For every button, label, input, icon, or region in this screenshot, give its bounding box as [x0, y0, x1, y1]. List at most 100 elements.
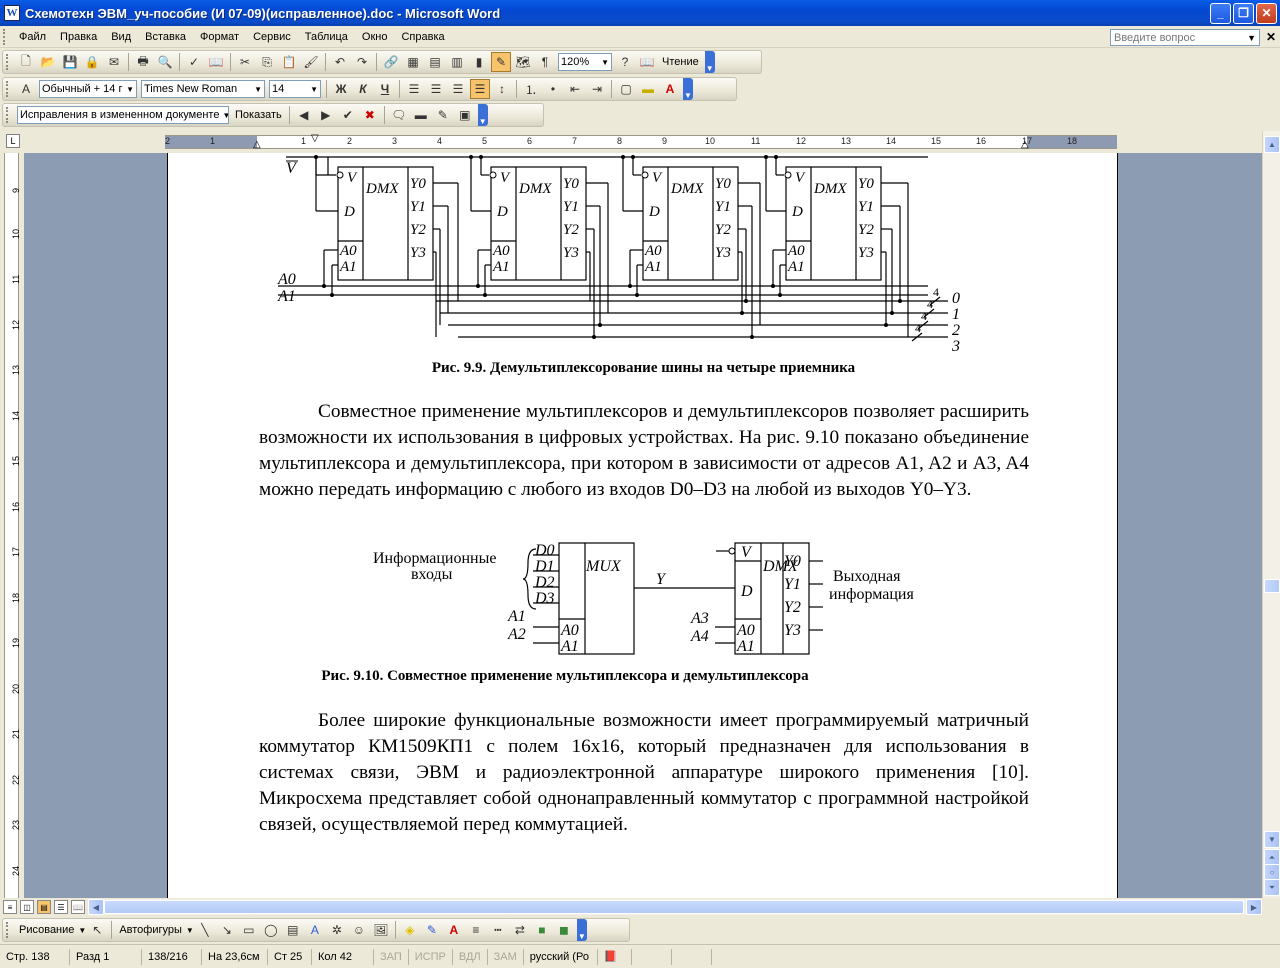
save-icon[interactable]: 💾 [62, 55, 78, 69]
toolbar-grip[interactable] [6, 81, 11, 97]
decrease-indent-icon[interactable]: ⇤ [569, 82, 581, 96]
italic-button[interactable]: К [359, 82, 367, 96]
insert-excel-icon[interactable]: ▥ [451, 55, 463, 69]
research-icon[interactable]: 📖 [208, 55, 224, 69]
increase-indent-icon[interactable]: ⇥ [591, 82, 603, 96]
next-page-icon[interactable]: ⏷ [1264, 879, 1280, 896]
align-right-icon[interactable]: ☰ [452, 82, 464, 96]
highlight-icon[interactable]: ▬ [642, 82, 654, 96]
vertical-scrollbar[interactable]: ▲ ▼ ⏶ ○ ⏷ [1262, 131, 1280, 898]
status-extend-selection[interactable]: ВДЛ [453, 948, 488, 965]
status-section[interactable]: Разд 1 [70, 948, 142, 965]
oval-icon[interactable]: ◯ [264, 923, 278, 937]
line-spacing-icon[interactable]: ↕ [499, 82, 505, 96]
scroll-left-icon[interactable]: ◀ [88, 899, 104, 915]
vertical-ruler[interactable]: 9 10 11 12 13 14 15 16 17 18 19 20 21 22… [0, 153, 24, 898]
toolbar-options-icon[interactable]: ▼ [477, 104, 488, 126]
dash-style-icon[interactable]: ┅ [494, 923, 502, 937]
font-color-icon[interactable]: A [449, 923, 459, 937]
horizontal-scroll-thumb[interactable] [104, 900, 1244, 914]
show-hide-icon[interactable]: ¶ [541, 55, 549, 69]
tables-borders-icon[interactable]: ▦ [407, 55, 419, 69]
reject-change-icon[interactable]: ✖ [364, 108, 375, 122]
document-page[interactable]: V A0 A1 V D DMX Y0 Y1 Y2 Y3 A0 A1 V D DM… [167, 153, 1118, 898]
numbering-icon[interactable]: ⒈ [524, 82, 537, 97]
word-icon[interactable]: W [4, 5, 20, 21]
maximize-button[interactable]: ❐ [1233, 2, 1254, 24]
track-changes-icon[interactable]: ✎ [437, 108, 448, 122]
email-icon[interactable]: ✉ [108, 55, 120, 69]
accept-change-icon[interactable]: ✔ [342, 108, 353, 122]
reading-button[interactable]: Чтение [662, 56, 699, 68]
right-indent-marker[interactable]: △ [1021, 139, 1029, 150]
status-record-macro[interactable]: ЗАП [374, 948, 409, 965]
insert-comment-icon[interactable]: 🗨 [391, 108, 407, 122]
reviewing-pane-icon[interactable]: ▣ [459, 108, 471, 122]
autoshapes-button[interactable]: Автофигуры [119, 924, 182, 936]
picture-icon[interactable]: 🖼 [373, 923, 389, 937]
undo-icon[interactable]: ↶ [334, 55, 346, 69]
tab-selector-icon[interactable]: L [6, 134, 20, 148]
highlight-icon[interactable]: ▬ [414, 108, 427, 122]
insert-table-icon[interactable]: ▤ [429, 55, 441, 69]
select-objects-icon[interactable]: ↖ [92, 923, 103, 937]
dropdown-arrow-icon[interactable]: ▼ [601, 57, 609, 67]
outline-view-icon[interactable]: ☰ [54, 900, 68, 914]
align-center-icon[interactable]: ☰ [430, 82, 442, 96]
status-position[interactable]: На 23,6см [202, 948, 268, 965]
toolbar-grip[interactable] [6, 54, 11, 70]
arrow-icon[interactable]: ↘ [221, 923, 232, 937]
help-icon[interactable]: ? [621, 55, 629, 69]
menu-edit[interactable]: Правка [60, 30, 98, 43]
zoom-select[interactable]: 120%▼ [558, 53, 612, 71]
open-folder-icon[interactable]: 📂 [40, 55, 56, 69]
style-select[interactable]: Обычный + 14 г▼ [39, 80, 137, 98]
spelling-icon[interactable]: ✓ [188, 55, 200, 69]
dropdown-arrow-icon[interactable]: ▼ [254, 84, 262, 94]
dropdown-arrow-icon[interactable]: ▼ [78, 925, 87, 935]
print-preview-icon[interactable]: 🔍 [157, 55, 173, 69]
minimize-button[interactable]: _ [1210, 2, 1231, 24]
line-color-icon[interactable]: ✎ [426, 923, 437, 937]
bullets-icon[interactable]: • [550, 82, 556, 96]
print-icon[interactable]: 🖶 [137, 53, 149, 68]
vertical-ruler-bar[interactable]: 9 10 11 12 13 14 15 16 17 18 19 20 21 22… [4, 153, 21, 898]
scroll-right-icon[interactable]: ▶ [1246, 899, 1262, 915]
status-column[interactable]: Кол 42 [312, 948, 374, 965]
reading-view-icon[interactable]: 📖 [71, 900, 85, 914]
arrow-style-icon[interactable]: ⇄ [514, 923, 525, 937]
horizontal-ruler[interactable]: L 2 1 1 2 3 4 5 6 7 8 9 10 11 12 13 14 1… [0, 131, 1280, 153]
status-page[interactable]: Стр. 138 [0, 948, 70, 965]
menu-help[interactable]: Справка [401, 30, 445, 43]
font-color-icon[interactable]: A [665, 82, 675, 96]
permission-icon[interactable]: 🔒 [84, 55, 100, 69]
menu-format[interactable]: Формат [200, 30, 240, 43]
dropdown-arrow-icon[interactable]: ▼ [222, 111, 228, 120]
menu-window[interactable]: Окно [361, 30, 388, 43]
3d-style-icon[interactable]: ◼ [558, 923, 569, 937]
toolbar-options-icon[interactable]: ▼ [683, 78, 693, 100]
previous-change-icon[interactable]: ◀ [299, 108, 309, 122]
shadow-style-icon[interactable]: ■ [538, 923, 546, 937]
scroll-thumb[interactable] [1264, 579, 1280, 593]
borders-icon[interactable]: ▢ [620, 82, 632, 96]
status-page-count[interactable]: 138/216 [142, 948, 202, 965]
menu-insert[interactable]: Вставка [145, 30, 187, 43]
columns-icon[interactable]: ▮ [475, 55, 483, 69]
align-left-icon[interactable]: ☰ [408, 82, 420, 96]
clip-art-icon[interactable]: ☺ [352, 923, 365, 937]
underline-button[interactable]: Ч [380, 82, 390, 96]
styles-icon[interactable]: A [21, 82, 30, 96]
diagram-icon[interactable]: ✲ [331, 923, 342, 937]
document-area[interactable]: V A0 A1 V D DMX Y0 Y1 Y2 Y3 A0 A1 V D DM… [24, 153, 1262, 898]
bold-button[interactable]: Ж [335, 82, 347, 96]
toolbar-grip[interactable] [6, 922, 11, 938]
redo-icon[interactable]: ↷ [356, 55, 368, 69]
dropdown-arrow-icon[interactable]: ▼ [1247, 32, 1256, 43]
dropdown-arrow-icon[interactable]: ▼ [310, 84, 318, 94]
status-language[interactable]: русский (Ро [524, 948, 598, 965]
web-view-icon[interactable]: ◫ [20, 900, 34, 914]
markup-display-select[interactable]: Исправления в измененном документе▼ [17, 106, 229, 124]
ruler-bar[interactable]: 2 1 1 2 3 4 5 6 7 8 9 10 11 12 13 14 15 … [165, 133, 1117, 150]
toolbar-grip[interactable] [6, 107, 11, 123]
